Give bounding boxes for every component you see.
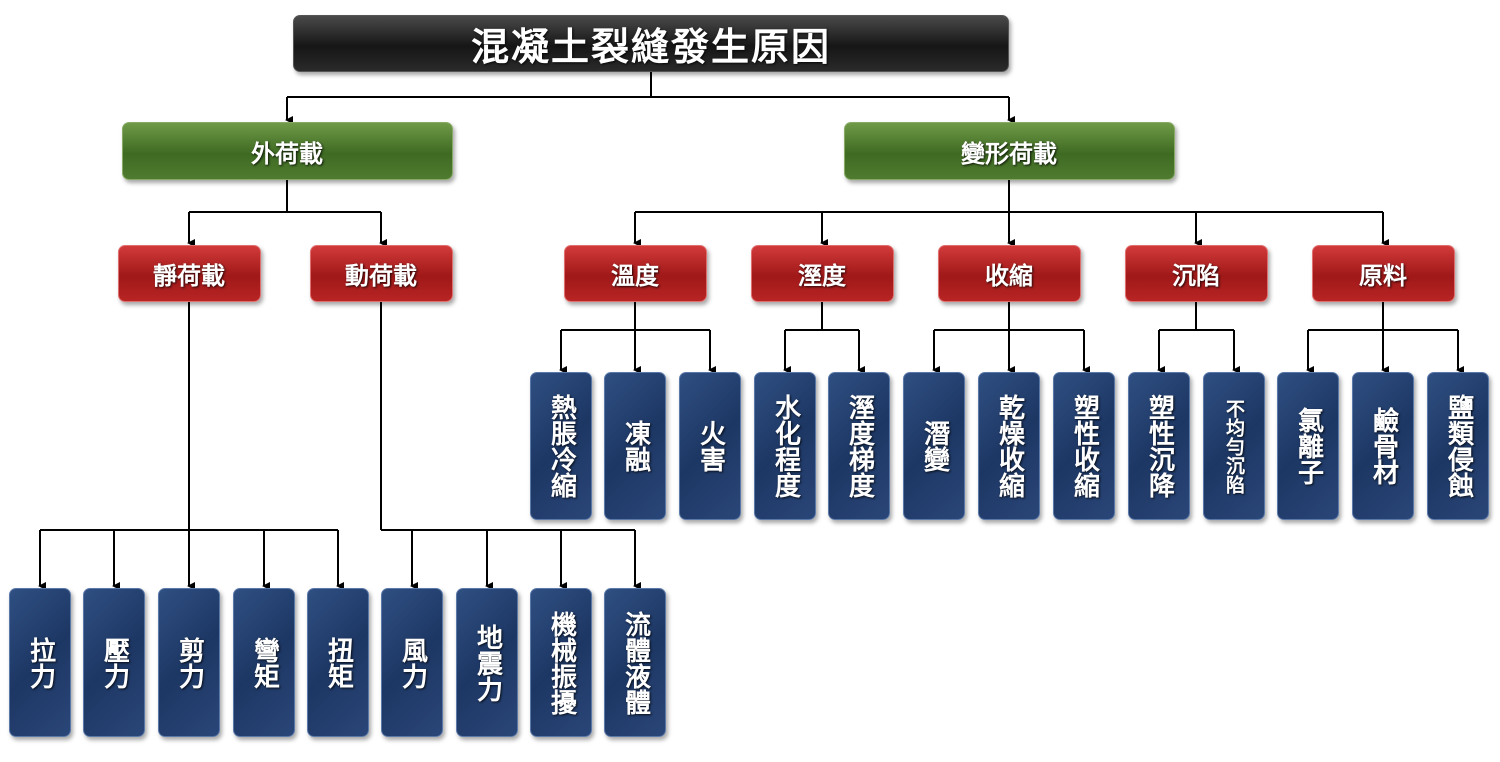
subcategory-node: 溫度 [563, 245, 707, 302]
cause-leaf-node: 剪力 [158, 588, 220, 737]
cause-leaf-node: 彎矩 [233, 588, 295, 737]
subcategory-node: 沉陷 [1124, 245, 1268, 302]
category-node: 變形荷載 [843, 122, 1175, 180]
cause-leaf-node: 氯離子 [1277, 372, 1339, 520]
subcategory-node: 原料 [1311, 245, 1455, 302]
cause-leaf-node: 鹽類侵蝕 [1427, 372, 1489, 520]
cause-leaf-node: 乾燥收縮 [978, 372, 1040, 520]
cause-leaf-node: 潛變 [903, 372, 965, 520]
cause-leaf-node: 凍融 [604, 372, 666, 520]
subcategory-node: 動荷載 [309, 245, 453, 302]
cause-leaf-node: 塑性沉降 [1128, 372, 1190, 520]
cause-leaf-node: 風力 [381, 588, 443, 737]
cause-leaf-node: 扭矩 [307, 588, 369, 737]
subcategory-node: 收縮 [937, 245, 1081, 302]
cause-leaf-node: 地震力 [456, 588, 518, 737]
cause-leaf-node: 鹼骨材 [1352, 372, 1414, 520]
subcategory-node: 靜荷載 [117, 245, 261, 302]
cause-leaf-node: 塑性收縮 [1053, 372, 1115, 520]
cause-leaf-node: 火害 [679, 372, 741, 520]
cause-leaf-node: 壓力 [83, 588, 145, 737]
cause-leaf-node: 流體液體 [604, 588, 666, 737]
cause-leaf-node: 不均勻沉陷 [1203, 372, 1265, 520]
subcategory-node: 溼度 [750, 245, 894, 302]
root-node-title: 混凝土裂縫發生原因 [293, 15, 1009, 72]
cause-leaf-node: 溼度梯度 [828, 372, 890, 520]
cause-leaf-node: 拉力 [9, 588, 71, 737]
cause-leaf-node: 熱脹冷縮 [530, 372, 592, 520]
category-node: 外荷載 [121, 122, 453, 180]
cause-leaf-node: 水化程度 [754, 372, 816, 520]
cause-leaf-node: 機械振擾 [530, 588, 592, 737]
